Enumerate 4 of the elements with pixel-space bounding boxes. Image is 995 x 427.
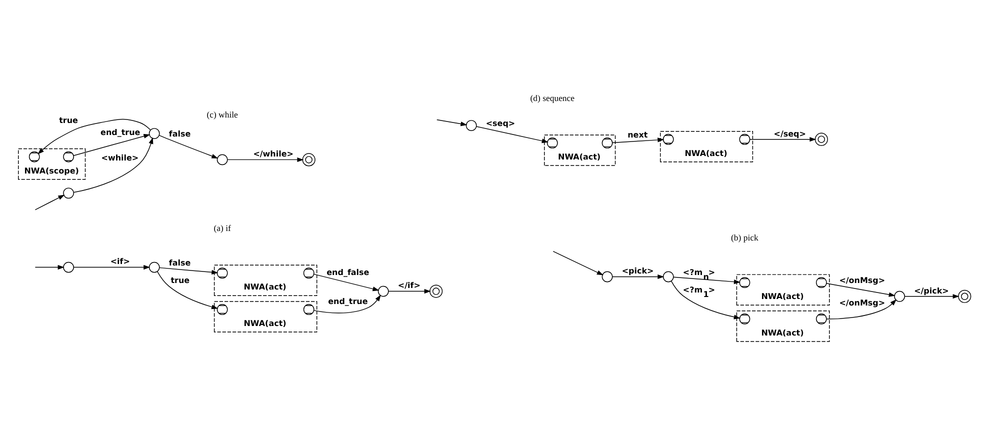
label: (d) sequence bbox=[530, 92, 575, 103]
label: (c) while bbox=[206, 110, 238, 120]
label: (b) pick bbox=[731, 232, 758, 242]
label: (a) if bbox=[214, 223, 231, 234]
